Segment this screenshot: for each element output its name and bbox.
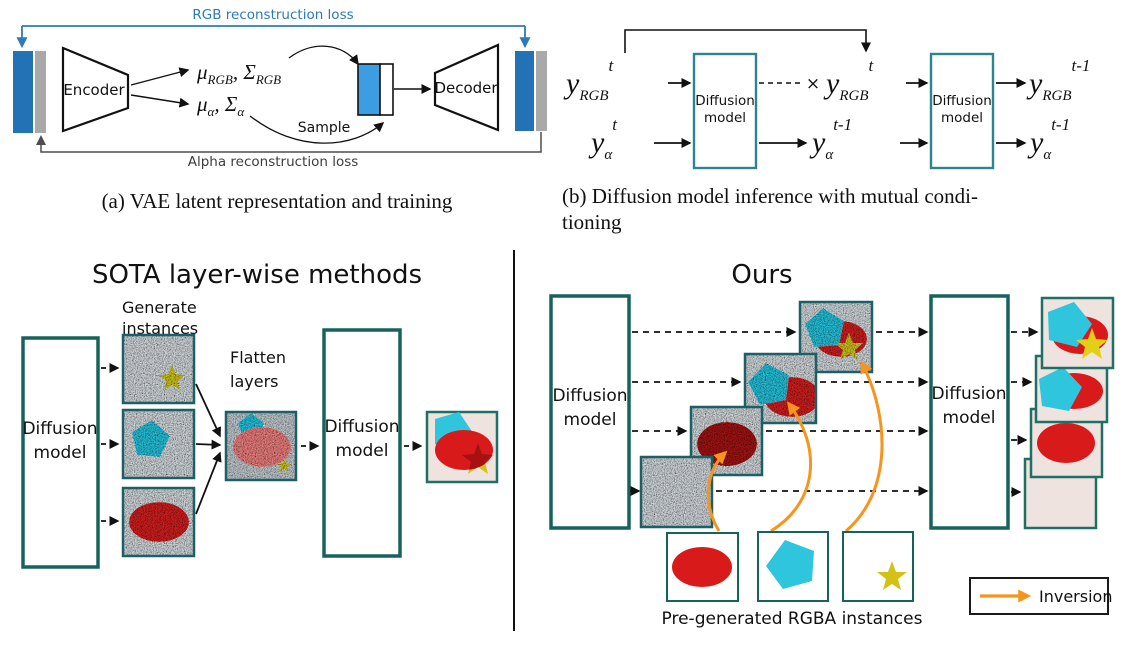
pregen-label: Pre-generated RGBA instances: [662, 609, 923, 629]
encoder-trapezoid: [61, 46, 130, 133]
input-image-bars: [13, 51, 46, 133]
inversion-curve-1: [706, 450, 728, 532]
b-diffusion-box-2: [929, 52, 995, 170]
sample-label: Sample: [298, 120, 351, 136]
sota-diffusion-box-1: [21, 336, 100, 569]
ours-noise-tile-3: [743, 352, 818, 425]
ours-box-1-label-1: Diffusion: [552, 386, 627, 406]
instance-box-ellipse: [666, 532, 739, 602]
output-image-bars: [515, 51, 547, 131]
inversion-legend-label: Inversion: [1039, 587, 1112, 606]
flatten-converge-line-2: [195, 439, 222, 450]
inversion-curve-3: [845, 360, 884, 533]
ours-title: Ours: [731, 260, 792, 290]
inversion-curve-2: [770, 401, 812, 533]
caption-b-line1: (b) Diffusion model inference with mutua…: [562, 184, 978, 208]
sota-box-1-label-1: Diffusion: [22, 419, 97, 439]
y-alpha-tm1-label-1: yαt-1: [809, 115, 852, 163]
y-alpha-t-label: yαt: [588, 115, 618, 163]
b-diffusion-box-2-label-1: Diffusion: [932, 93, 992, 109]
discard-times-symbol: ×: [806, 74, 820, 94]
ours-panel: Ours Diffusion model: [549, 260, 1115, 629]
flatten-converge-line-1: [195, 383, 221, 438]
encoder-to-mu-alpha-arrow: [130, 94, 190, 108]
sota-title: SOTA layer-wise methods: [92, 260, 422, 290]
flatten-layers-label-1: Flatten: [230, 348, 286, 367]
caption-b-line2: tioning: [562, 210, 622, 234]
ours-output-stack: [1023, 296, 1115, 530]
noise-tile-flattened: [224, 410, 298, 482]
panel-a-vae: RGB reconstruction loss Encoder μRGB, ΣR…: [13, 7, 547, 213]
y-alpha-tm1-label-2: yαt-1: [1027, 115, 1070, 163]
encoder-to-mu-rgb-arrow: [130, 67, 190, 86]
noise-tile-star: [121, 333, 196, 405]
sample-curve-top: [288, 45, 359, 66]
ours-box-1-label-2: model: [564, 410, 617, 430]
y-rgb-t-label-2: yRGBt: [823, 56, 875, 104]
sota-diffusion-box-2: [322, 328, 402, 558]
latent-box: [357, 63, 394, 116]
flatten-layers-label-2: layers: [230, 372, 278, 391]
rgb-loss-label: RGB reconstruction loss: [192, 7, 353, 23]
ours-diffusion-box-2: [929, 294, 1010, 530]
ours-box-2-label-2: model: [943, 408, 996, 428]
mu-sigma-alpha-label: μα, Σα: [196, 92, 245, 119]
instance-box-pentagon: [757, 531, 829, 602]
generate-instances-label-1: Generate: [122, 298, 197, 317]
sota-box-2-label-2: model: [336, 441, 389, 461]
alpha-loss-path: [36, 132, 542, 153]
decoder-trapezoid: [433, 43, 500, 132]
ours-noise-tile-1: [639, 455, 714, 529]
decoder-label: Decoder: [434, 79, 498, 97]
output-layer-full: [1040, 296, 1115, 370]
instance-box-star: [842, 531, 914, 602]
sample-curve-bottom: [249, 115, 385, 144]
noise-tile-pentagon: [121, 408, 196, 480]
noise-tile-ellipse: [121, 486, 196, 558]
b-diffusion-box-1-label-2: model: [704, 110, 746, 126]
y-rgb-tm1-label: yRGBt-1: [1026, 56, 1090, 104]
inversion-legend: Inversion: [969, 577, 1112, 615]
b-diffusion-box-1-label-1: Diffusion: [695, 93, 755, 109]
panel-b-inference: yRGBt yαt Diffusion model × yRGBt yαt-1 …: [562, 29, 1090, 234]
alpha-loss-label: Alpha reconstruction loss: [188, 154, 359, 170]
skip-connection: [624, 29, 871, 53]
sota-panel: SOTA layer-wise methods Diffusion model …: [21, 260, 499, 569]
b-diffusion-box-1: [692, 52, 758, 170]
generate-instances-label-2: instances: [122, 319, 198, 338]
caption-a: (a) VAE latent representation and traini…: [102, 189, 453, 213]
mu-sigma-rgb-label: μRGB, ΣRGB: [196, 60, 281, 87]
flatten-converge-line-3: [195, 451, 222, 515]
ours-box-2-label-1: Diffusion: [931, 384, 1006, 404]
ours-diffusion-box-1: [549, 294, 631, 530]
y-rgb-t-label-1: yRGBt: [563, 56, 615, 104]
ours-noise-tile-4: [798, 300, 874, 374]
sota-output-image: [425, 410, 499, 484]
b-diffusion-box-2-label-2: model: [941, 110, 983, 126]
sota-box-1-label-2: model: [34, 443, 87, 463]
encoder-label: Encoder: [63, 81, 125, 99]
sota-box-2-label-1: Diffusion: [324, 417, 399, 437]
